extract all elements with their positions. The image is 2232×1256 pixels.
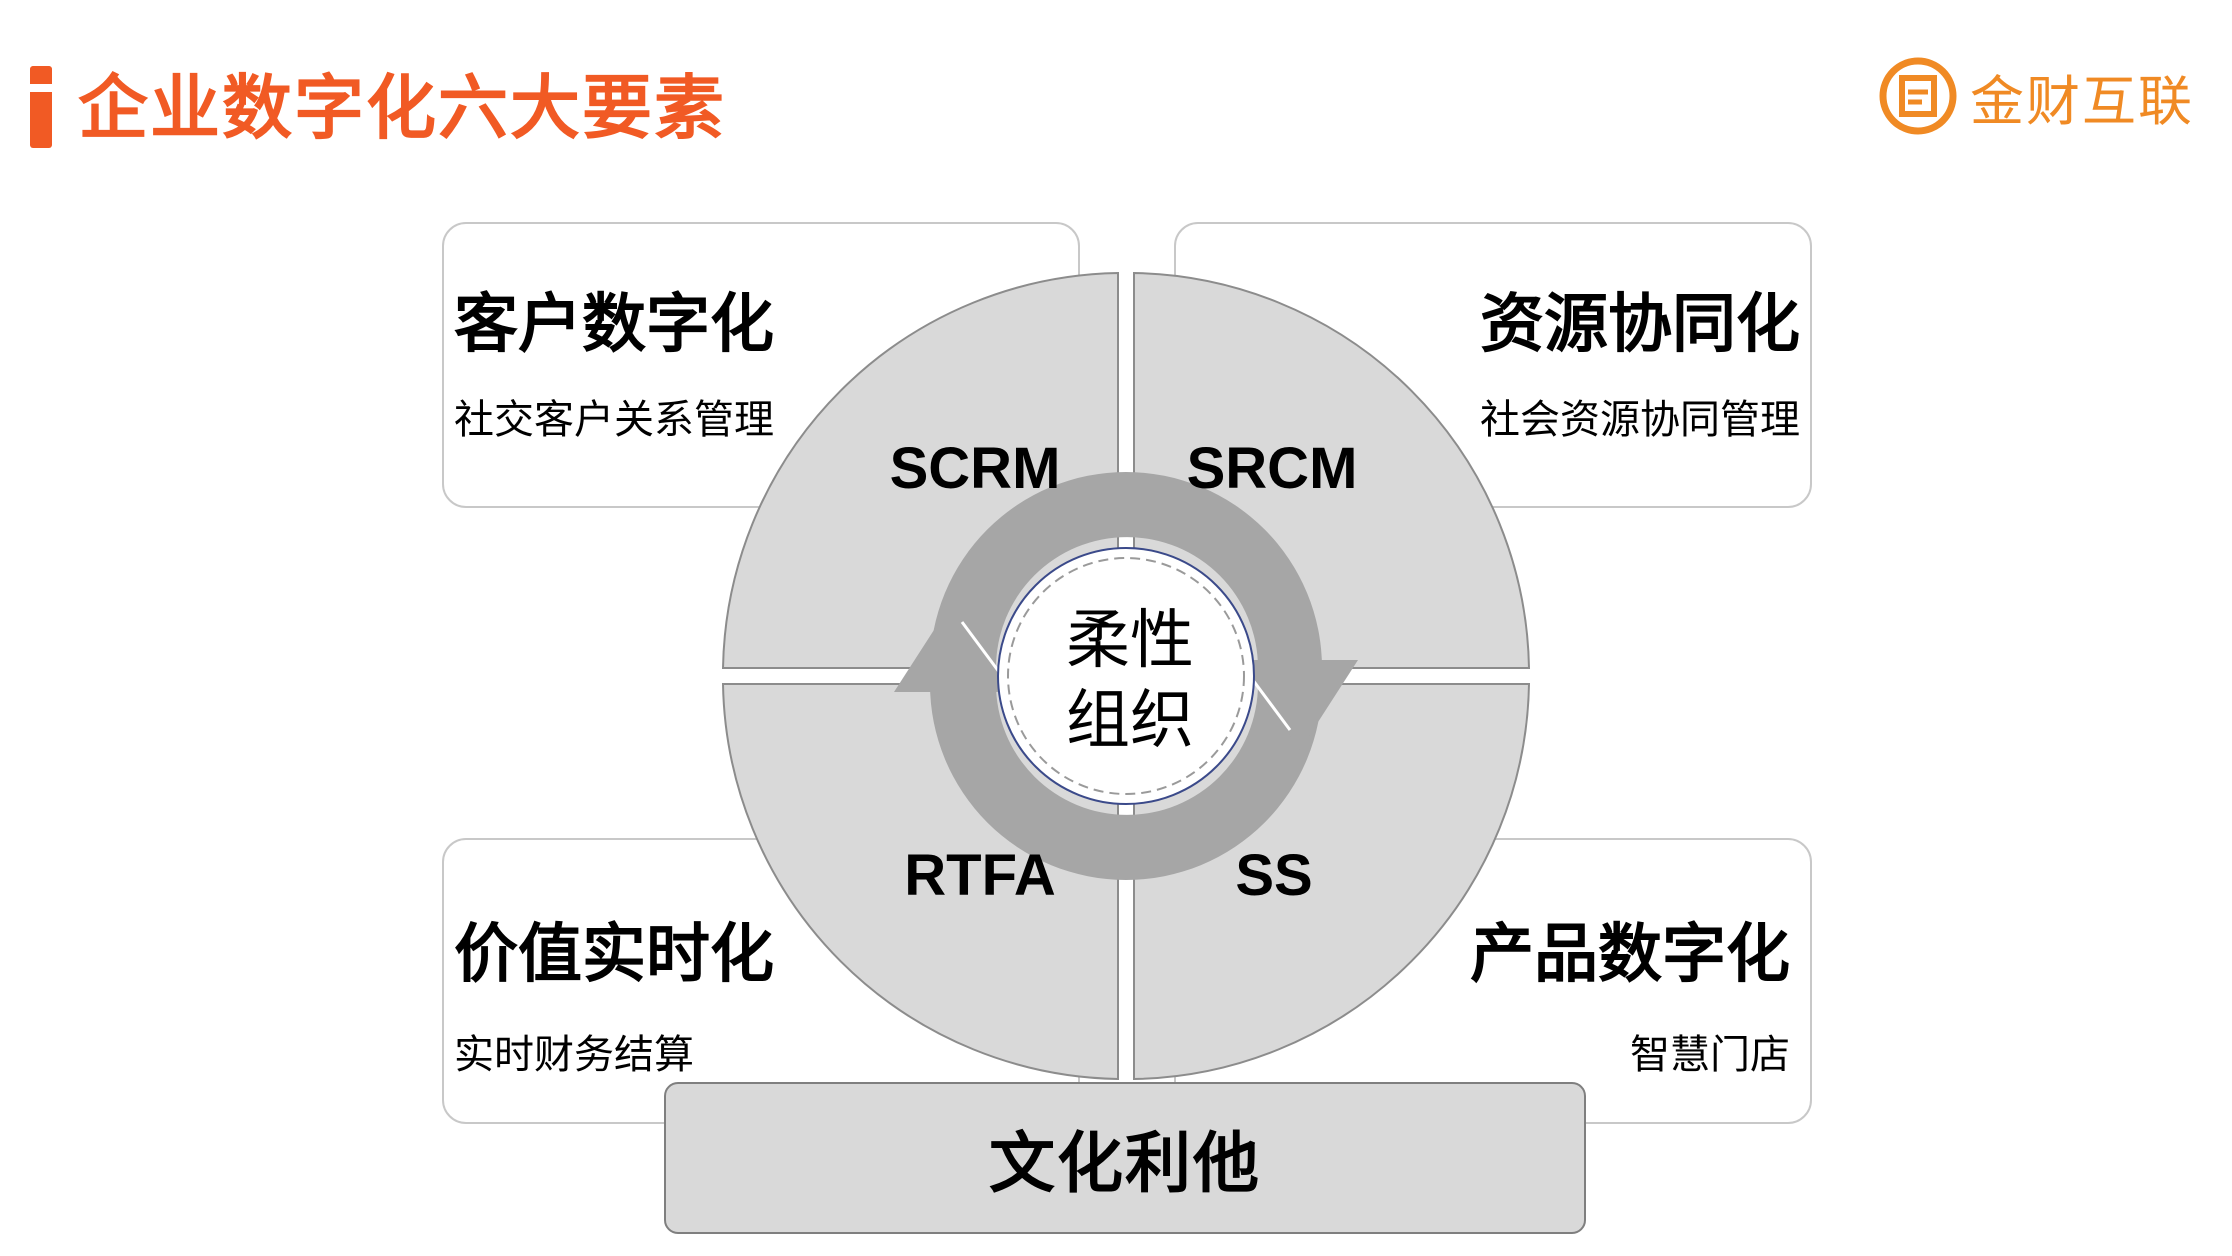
card-subtitle-resource: 社会资源协同管理 xyxy=(1480,397,1800,443)
brand-logo-icon xyxy=(1879,57,1957,135)
card-subtitle-product: 智慧门店 xyxy=(1630,1032,1790,1078)
card-title-resource: 资源协同化 xyxy=(1480,288,1800,362)
arrowhead-right xyxy=(1238,660,1358,750)
center-label-line1: 柔性 xyxy=(1066,604,1194,678)
cycle-arrow-top xyxy=(930,472,1322,668)
page-title: 企业数字化六大要素 xyxy=(78,67,726,149)
quadrant-label-ss: SS xyxy=(1235,843,1312,908)
quadrant-label-srcm: SRCM xyxy=(1187,436,1358,501)
card-title-product: 产品数字化 xyxy=(1470,918,1790,992)
center-circle xyxy=(997,547,1255,805)
quadrant-label-scrm: SCRM xyxy=(890,436,1061,501)
center-circle-dashed xyxy=(1007,557,1245,795)
arrowhead-left xyxy=(894,602,1014,692)
culture-foundation-bar: 文化利他 xyxy=(664,1082,1586,1234)
title-accent-gap xyxy=(30,84,52,92)
card-title-value: 价值实时化 xyxy=(454,918,774,992)
culture-foundation-label: 文化利他 xyxy=(989,1125,1261,1202)
brand-logo: 金财互联 xyxy=(1878,56,2194,136)
quadrant-label-rtfa: RTFA xyxy=(904,843,1055,908)
card-subtitle-value: 实时财务结算 xyxy=(454,1032,694,1078)
center-label-line2: 组织 xyxy=(1066,684,1194,758)
brand-logo-text: 金财互联 xyxy=(1970,69,2194,133)
cycle-arrow-bottom xyxy=(930,684,1322,880)
title-accent-dot xyxy=(30,66,52,84)
card-title-customer: 客户数字化 xyxy=(454,288,774,362)
card-subtitle-customer: 社交客户关系管理 xyxy=(454,397,774,443)
